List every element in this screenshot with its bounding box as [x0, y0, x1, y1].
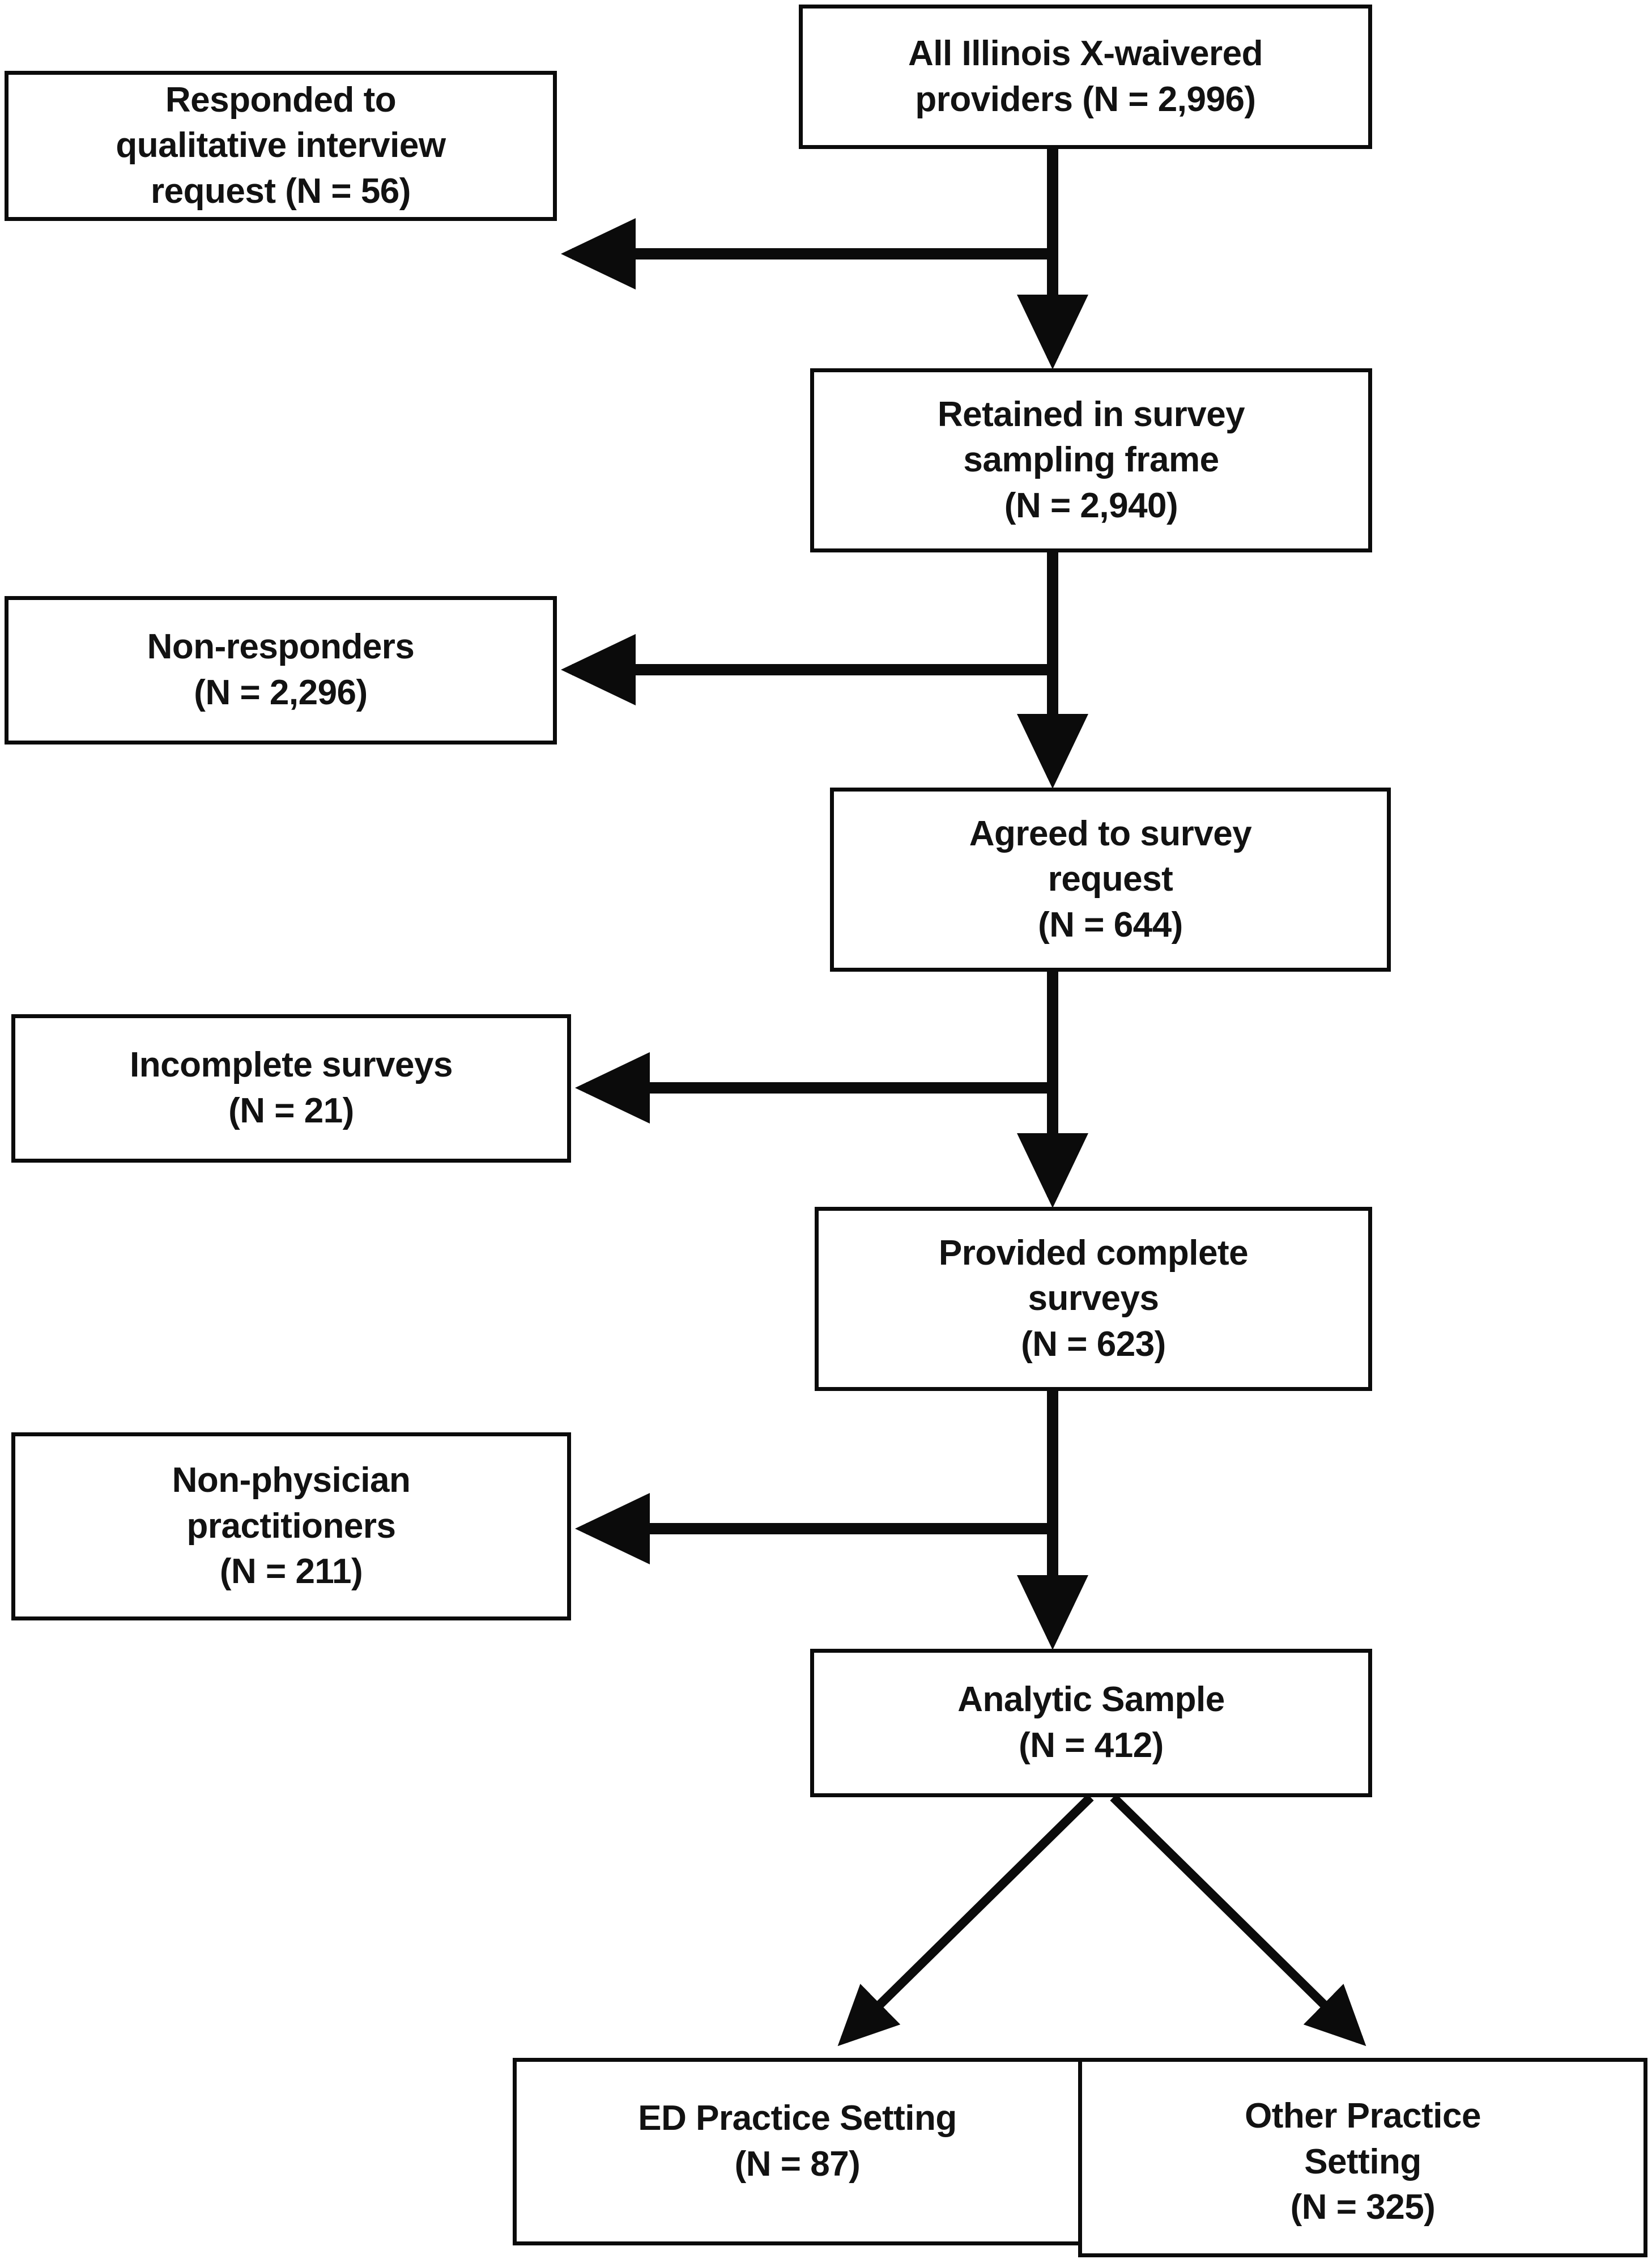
- node-non-physician-practitioners-line-1: Non-physician: [172, 1461, 411, 1500]
- node-incomplete-surveys-line-2: (N = 21): [228, 1091, 354, 1130]
- node-retained-sampling-frame-line-2: sampling frame: [963, 440, 1219, 480]
- node-analytic-sample-line-1: Analytic Sample: [957, 1680, 1225, 1720]
- node-other-practice-setting-line-1: Other Practice: [1245, 2096, 1481, 2135]
- node-non-physician-practitioners-line-2: practitioners: [186, 1506, 396, 1546]
- node-agreed-to-survey-request[interactable]: Agreed to survey request (N = 644): [830, 788, 1391, 972]
- node-other-practice-setting-line-3: (N = 325): [1290, 2188, 1436, 2227]
- node-responded-qualitative-interview-line-2: qualitative interview: [116, 126, 446, 165]
- node-incomplete-surveys[interactable]: Incomplete surveys (N = 21): [11, 1014, 571, 1163]
- node-responded-qualitative-interview-line-3: request (N = 56): [151, 171, 411, 211]
- node-all-providers-line-2: providers (N = 2,996): [915, 79, 1256, 119]
- node-retained-sampling-frame[interactable]: Retained in survey sampling frame (N = 2…: [810, 368, 1372, 552]
- node-agreed-to-survey-request-line-3: (N = 644): [1038, 905, 1183, 945]
- node-retained-sampling-frame-line-3: (N = 2,940): [1004, 486, 1178, 525]
- node-ed-practice-setting-line-2: (N = 87): [734, 2144, 861, 2184]
- edge-analytic-sample-to-other-setting: [1110, 1794, 1366, 2047]
- node-provided-complete-surveys-line-2: surveys: [1028, 1279, 1159, 1318]
- node-agreed-to-survey-request-line-1: Agreed to survey: [969, 814, 1252, 853]
- node-all-providers-line-1: All Illinois X-waivered: [908, 33, 1263, 73]
- node-analytic-sample-line-2: (N = 412): [1019, 1726, 1164, 1765]
- node-other-practice-setting[interactable]: Other Practice Setting (N = 325): [1078, 2058, 1647, 2257]
- node-non-responders-line-1: Non-responders: [147, 627, 415, 667]
- node-provided-complete-surveys-line-1: Provided complete: [938, 1233, 1249, 1273]
- node-non-physician-practitioners[interactable]: Non-physician practitioners (N = 211): [11, 1432, 571, 1620]
- node-provided-complete-surveys-line-3: (N = 623): [1021, 1324, 1166, 1364]
- node-ed-practice-setting[interactable]: ED Practice Setting (N = 87): [513, 2058, 1082, 2245]
- node-analytic-sample[interactable]: Analytic Sample (N = 412): [810, 1649, 1372, 1797]
- node-other-practice-setting-line-2: Setting: [1304, 2142, 1421, 2181]
- node-all-providers[interactable]: All Illinois X-waivered providers (N = 2…: [799, 5, 1372, 149]
- node-incomplete-surveys-line-1: Incomplete surveys: [130, 1045, 453, 1085]
- node-retained-sampling-frame-line-1: Retained in survey: [937, 394, 1245, 434]
- node-ed-practice-setting-line-1: ED Practice Setting: [638, 2099, 957, 2138]
- node-non-responders[interactable]: Non-responders (N = 2,296): [5, 596, 557, 745]
- edge-analytic-sample-to-ed-setting: [837, 1794, 1094, 2047]
- node-responded-qualitative-interview-line-1: Responded to: [165, 80, 397, 120]
- node-non-responders-line-2: (N = 2,296): [194, 673, 368, 712]
- node-non-physician-practitioners-line-3: (N = 211): [219, 1552, 363, 1592]
- node-provided-complete-surveys[interactable]: Provided complete surveys (N = 623): [815, 1207, 1372, 1391]
- node-responded-qualitative-interview[interactable]: Responded to qualitative interview reque…: [5, 71, 557, 221]
- node-agreed-to-survey-request-line-2: request: [1048, 860, 1173, 899]
